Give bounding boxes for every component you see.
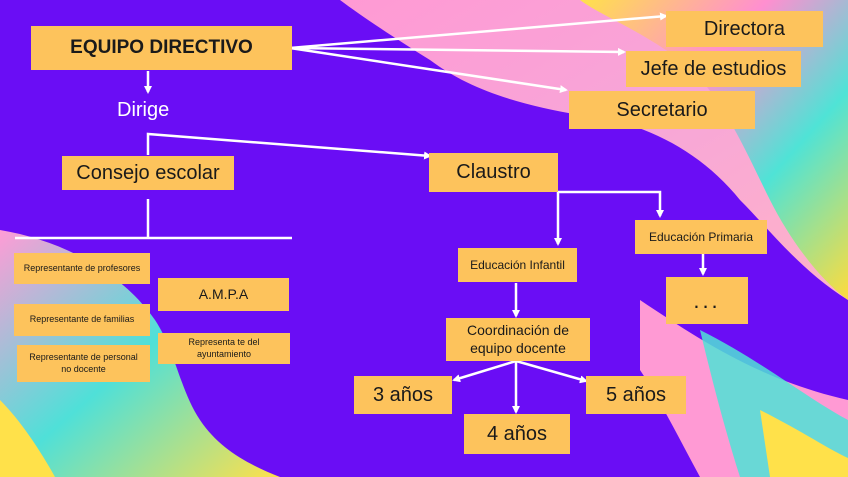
node-consejo-escolar: Consejo escolar [62,156,234,190]
node-educacion-primaria: Educación Primaria [635,220,767,254]
node-rep-profesores: Representante de profesores [14,253,150,284]
node-coordinacion: Coordinación de equipo docente [446,318,590,361]
node-ampa: A.M.P.A [158,278,289,311]
node-rep-personal: Representante de personal no docente [17,345,150,382]
node-5-anos: 5 años [586,376,686,414]
arrow-to-5anos [515,359,588,384]
node-directora: Directora [666,11,823,47]
node-claustro: Claustro [429,153,558,192]
node-educacion-infantil: Educación Infantil [458,248,577,282]
label-dirige: Dirige [117,99,170,121]
arrow-to-directora [289,12,668,50]
node-equipo-directivo: EQUIPO DIRECTIVO [31,26,292,70]
arrow-to-3anos [452,359,517,383]
node-4-anos: 4 años [464,414,570,454]
arrow-dirige-branch [146,132,432,160]
node-primaria-more: ... [666,277,748,324]
node-rep-ayuntamiento: Representa te del ayuntamiento [158,333,290,364]
node-jefe-estudios: Jefe de estudios [626,51,801,87]
arrow-to-jefe [289,46,626,56]
node-rep-familias: Representante de familias [14,304,150,336]
arrow-to-primaria [558,190,664,218]
node-secretario: Secretario [569,91,755,129]
node-3-anos: 3 años [354,376,452,414]
arrow-to-secretario [289,46,568,94]
